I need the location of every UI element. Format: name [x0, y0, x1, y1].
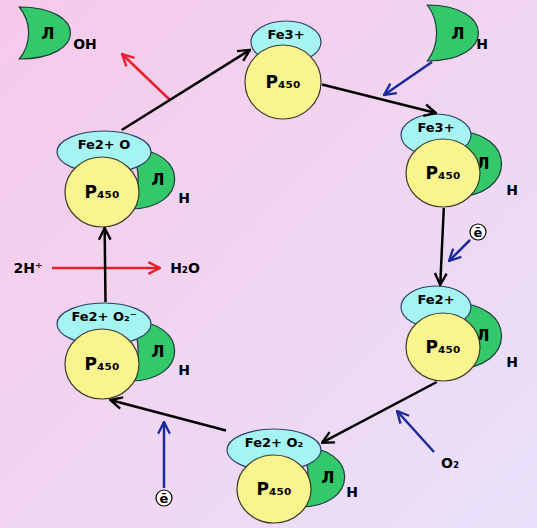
- group-label: H: [178, 363, 190, 377]
- p450-circle: P₄₅₀: [236, 454, 312, 524]
- electron-input-arrow: [163, 422, 166, 488]
- crescent-fill: [427, 5, 478, 61]
- node-label: Fe2+ O: [78, 138, 131, 151]
- group-label: H: [506, 183, 518, 197]
- node-label: P₄₅₀: [85, 184, 120, 201]
- node-label: Fe3+: [267, 28, 304, 41]
- circle-fill: [406, 139, 480, 207]
- group-label: H: [178, 191, 190, 205]
- node-label: P₄₅₀: [426, 165, 461, 182]
- p450-circle: P₄₅₀: [64, 156, 140, 228]
- group-label: H: [346, 485, 358, 499]
- substrate-crescent: ЛH: [418, 4, 480, 62]
- cycle-arrow: [122, 50, 250, 130]
- water-release-arrow: [52, 267, 160, 270]
- circle-fill: [237, 455, 311, 523]
- circle-fill: [65, 329, 139, 399]
- electron-circle: ē: [469, 223, 487, 241]
- electron-ring: [470, 224, 486, 240]
- p450-circle: P₄₅₀: [405, 312, 481, 382]
- cycle-arrow: [322, 382, 437, 443]
- reagent-label: 2H⁺: [14, 261, 43, 275]
- electron-input-arrow: [449, 240, 470, 261]
- reagent-label: H₂O: [170, 261, 200, 275]
- crescent-fill: [454, 303, 502, 369]
- product-release-arrow: [122, 54, 170, 100]
- node-label: Л: [151, 344, 164, 360]
- cycle-arrow: [440, 208, 444, 285]
- crescent-fill: [130, 149, 175, 209]
- circle-fill: [406, 313, 480, 381]
- crescent-fill: [19, 7, 70, 59]
- p450-circle: P₄₅₀: [405, 138, 481, 208]
- node-label: ē: [160, 492, 169, 505]
- node-label: P₄₅₀: [426, 339, 461, 356]
- electron-ring: [156, 490, 172, 506]
- group-label: OH: [73, 37, 97, 51]
- node-label: Fe2+ O₂⁻: [71, 310, 136, 323]
- electron-circle: ē: [155, 489, 173, 507]
- node-label: ē: [474, 226, 483, 239]
- node-label: Л: [321, 470, 334, 486]
- node-label: P₄₅₀: [266, 74, 301, 91]
- group-label: H: [476, 37, 488, 51]
- p450-circle: P₄₅₀: [64, 328, 140, 400]
- p450-circle: P₄₅₀: [244, 44, 322, 120]
- substrate-crescent: ЛOH: [10, 6, 72, 60]
- node-label: P₄₅₀: [85, 356, 120, 373]
- substrate-binding-arrow: [384, 62, 432, 95]
- group-label: H: [506, 355, 518, 369]
- cycle-arrow: [322, 84, 436, 113]
- crescent-fill: [300, 447, 345, 507]
- shape-outline: [418, 4, 480, 62]
- circle-fill: [245, 45, 321, 119]
- cycle-arrow: [110, 400, 226, 431]
- reaction-arrows: [52, 54, 470, 488]
- node-label: Л: [151, 172, 164, 188]
- cycle-arrow: [103, 228, 106, 302]
- circle-fill: [65, 157, 139, 227]
- node-label: Л: [41, 26, 54, 42]
- shape-outline: [10, 6, 72, 60]
- oxygen-input-arrow: [397, 411, 434, 452]
- node-label: Fe2+: [417, 293, 454, 306]
- node-label: Fe2+ O₂: [245, 436, 303, 449]
- node-label: Л: [451, 26, 464, 42]
- node-label: P₄₅₀: [257, 481, 292, 498]
- reagent-label: O₂: [441, 456, 459, 470]
- node-label: Fe3+: [417, 121, 454, 134]
- crescent-fill: [130, 321, 175, 381]
- crescent-fill: [454, 131, 502, 197]
